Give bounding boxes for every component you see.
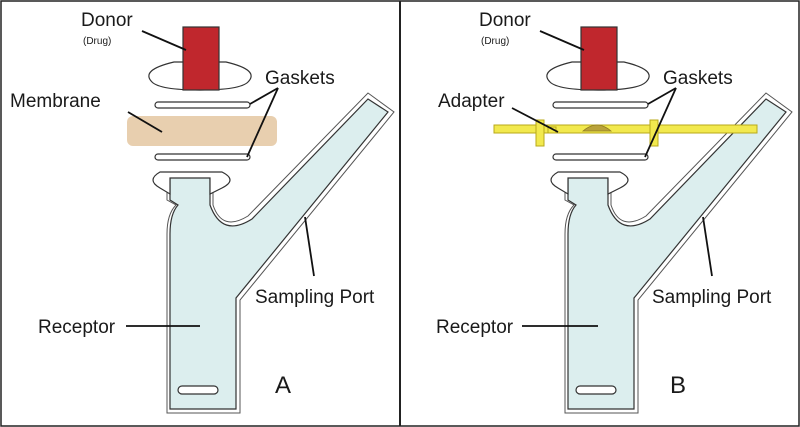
membrane-leader [127,111,163,133]
upper-gasket [552,101,649,109]
gasket-leader-lower [246,87,279,158]
stir-bar [575,385,617,395]
gasket-leader-lower [644,87,677,158]
donor-label: Donor [479,10,531,31]
panel-b: Donor (Drug) Gaskets Adapter Receptor Sa… [436,10,793,414]
gaskets-label: Gaskets [663,68,733,89]
donor-chamber [182,26,220,91]
lower-gasket [154,153,251,161]
receptor-chamber [567,98,787,410]
adapter-label: Adapter [438,91,505,112]
stir-bar [177,385,219,395]
donor-sub-label: (Drug) [481,36,509,47]
adapter [493,119,758,147]
panel-letter-a: A [275,372,291,399]
receptor-chamber [169,98,389,410]
membrane-label: Membrane [10,91,101,112]
donor-leader [141,30,187,51]
panel-letter-b: B [670,372,686,399]
lower-gasket [552,153,649,161]
donor-chamber [580,26,618,91]
receptor-label: Receptor [38,317,116,338]
gasket-leader-upper [249,87,279,105]
lower-flange [152,171,231,196]
panel-a: Donor (Drug) Gaskets Membrane Receptor S… [10,10,395,414]
receptor-label: Receptor [436,317,514,338]
upper-gasket [154,101,251,109]
sampling-port-leader [702,216,713,277]
sampling-port-leader [304,216,315,277]
donor-sub-label: (Drug) [83,36,111,47]
gasket-leader-upper [647,87,677,105]
donor-label: Donor [81,10,133,31]
sampling-port-label: Sampling Port [652,287,772,308]
adapter-sample [581,124,613,132]
donor-leader [539,30,585,51]
adapter-leader [511,107,559,133]
sampling-port-label: Sampling Port [255,287,375,308]
membrane [127,116,277,146]
lower-flange [550,171,629,196]
gaskets-label: Gaskets [265,68,335,89]
